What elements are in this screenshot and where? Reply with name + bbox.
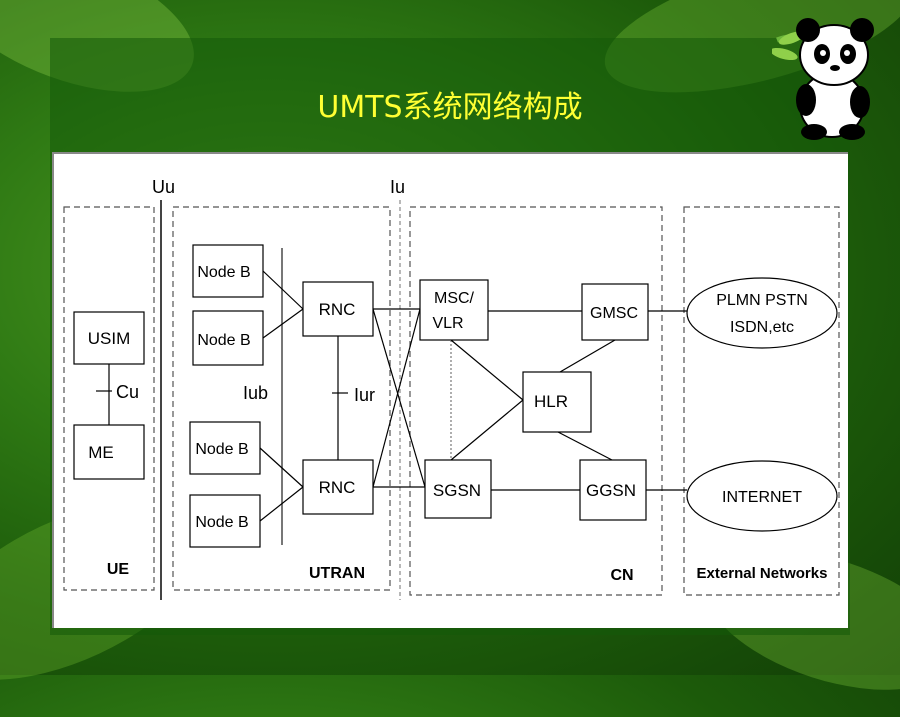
usim-label: USIM	[88, 329, 131, 348]
cn-domain-box	[409, 206, 663, 596]
hlr-box	[522, 371, 592, 433]
cn-domain-label: CN	[610, 567, 633, 584]
nodeb-label-4: Node B	[195, 514, 248, 531]
gmsc-label: GMSC	[590, 305, 638, 322]
msc-label-line2: VLR	[432, 315, 463, 332]
iub-label: Iub	[243, 383, 268, 403]
slide-title: UMTS系统网络构成	[317, 90, 583, 125]
diagram-background	[52, 152, 848, 628]
iur-label: Iur	[354, 385, 375, 405]
rnc-label-2: RNC	[319, 478, 356, 497]
nodeb-label-2: Node B	[197, 332, 250, 349]
utran-domain-label: UTRAN	[309, 565, 365, 582]
internet-label: INTERNET	[722, 489, 802, 506]
msc-label-line1: MSC/	[434, 290, 475, 307]
cu-label: Cu	[116, 382, 139, 402]
internet-ellipse	[686, 460, 838, 532]
rnc-label-1: RNC	[319, 300, 356, 319]
external-domain-box	[683, 206, 840, 596]
sgsn-box	[424, 459, 492, 519]
panda-icon	[772, 18, 874, 140]
external-domain-label: External Networks	[697, 565, 828, 582]
hlr-label: HLR	[534, 392, 568, 411]
uu-label: Uu	[152, 177, 175, 197]
plmn-label-line1: PLMN PSTN	[716, 292, 808, 309]
nodeb-label-3: Node B	[195, 441, 248, 458]
nodeb-label-1: Node B	[197, 264, 250, 281]
me-label: ME	[88, 443, 114, 462]
umts-network-diagram: Uu Iu Cu Iub Iur USIM ME Node B Node B N…	[63, 177, 840, 600]
sgsn-label: SGSN	[433, 481, 481, 500]
ue-domain-label: UE	[107, 561, 130, 578]
ggsn-label: GGSN	[586, 481, 636, 500]
plmn-pstn-ellipse	[686, 277, 838, 349]
plmn-label-line2: ISDN,etc	[730, 319, 794, 336]
iu-label: Iu	[390, 177, 405, 197]
ue-domain-box	[63, 206, 155, 591]
